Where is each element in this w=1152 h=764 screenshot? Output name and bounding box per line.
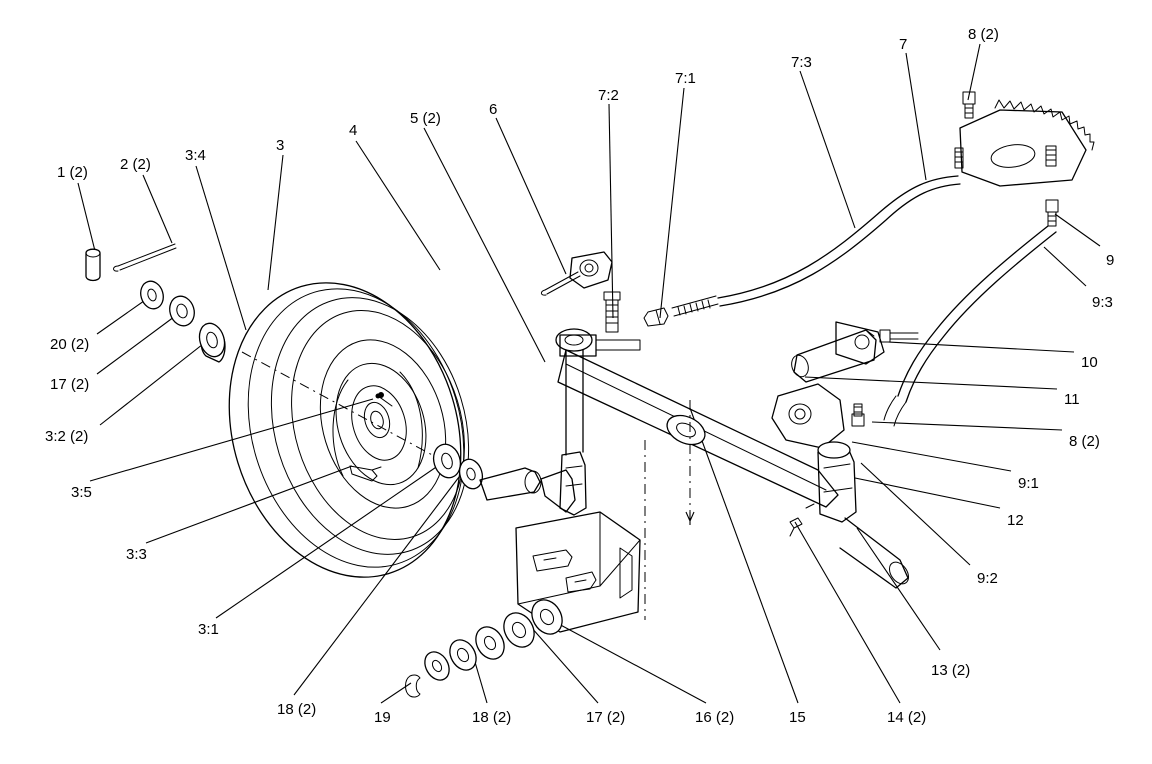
callout-14: 14 (2) [887,709,927,726]
callout-7: 7 [899,36,908,53]
callout-20: 20 (2) [50,336,90,353]
sector-gear-plate [954,91,1095,187]
right-spindle-cluster [771,321,919,589]
callout-3-3: 3:3 [126,546,147,563]
callout-1: 1 (2) [57,164,88,181]
upper-center-hardware [540,175,961,333]
callout-15: 15 [789,709,806,726]
center-bracket [515,511,641,633]
callout-4: 4 [349,122,358,139]
callout-12: 12 [1007,512,1024,529]
callout-3-4: 3:4 [185,147,206,164]
wheel-right-hardware [432,443,484,490]
callout-7-1: 7:1 [675,70,696,87]
callout-9-3: 9:3 [1092,294,1113,311]
callout-2: 2 (2) [120,156,151,173]
wheel-axis-centerline [241,351,461,471]
callout-13: 13 (2) [931,662,971,679]
callout-8-right: 8 (2) [1069,433,1100,450]
callout-3: 3 [276,137,285,154]
callout-9: 9 [1106,252,1115,269]
callout-8-top: 8 (2) [968,26,999,43]
callout-18-left: 18 (2) [277,701,317,718]
callout-3-2: 3:2 (2) [45,428,89,445]
callout-9-1: 9:1 [1018,475,1039,492]
callout-10: 10 [1081,354,1098,371]
callout-16: 16 (2) [695,709,735,726]
left-spindle [479,328,593,516]
right-drag-link [883,199,1059,427]
callout-6: 6 [489,101,498,118]
callout-11: 11 [1064,391,1080,408]
leader-lines [77,43,1101,704]
callout-3-1: 3:1 [198,621,219,638]
callout-3-5: 3:5 [71,484,92,501]
callout-17-bottom: 17 (2) [586,709,626,726]
callout-9-2: 9:2 [977,570,998,587]
bottom-hardware-stack [405,599,563,698]
callout-18-bottom: 18 (2) [472,709,512,726]
wheel-assembly [228,282,470,578]
left-hardware-stack [85,243,226,363]
axle-beam [557,334,839,620]
callout-19: 19 [374,709,391,726]
callout-7-3: 7:3 [791,54,812,71]
callout-5: 5 (2) [410,110,441,127]
hub-detail-marks [375,393,393,407]
callout-17-left: 17 (2) [50,376,90,393]
callout-7-2: 7:2 [598,87,619,104]
